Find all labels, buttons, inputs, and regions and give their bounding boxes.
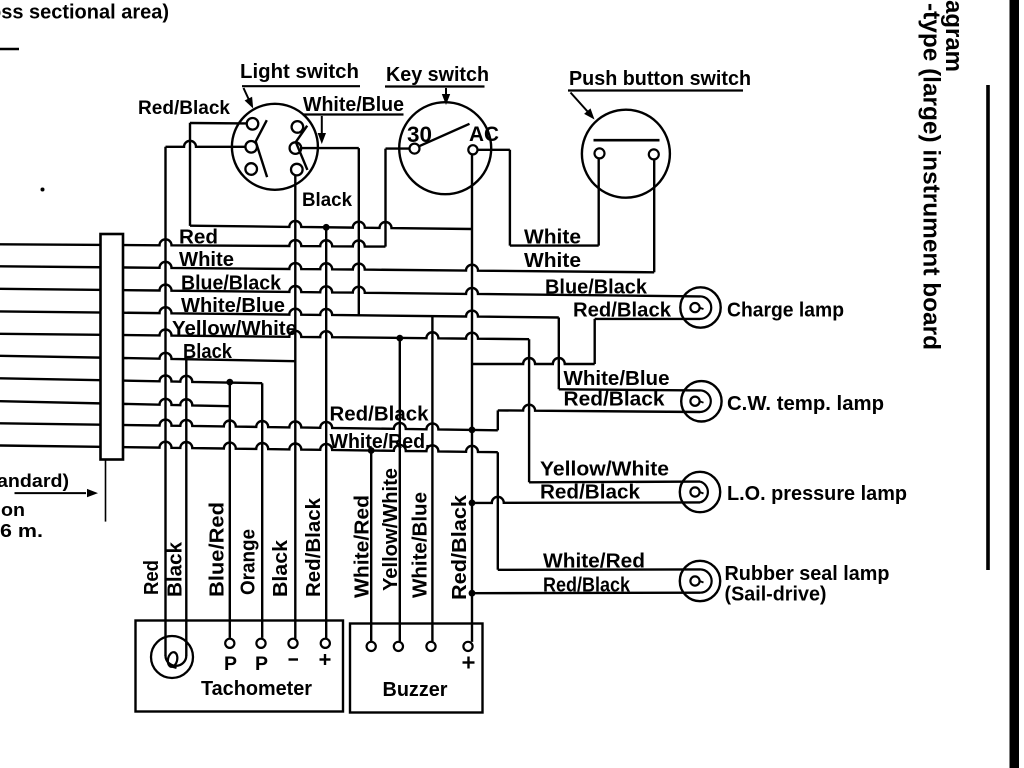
svg-text:Red/Black: Red/Black	[543, 574, 631, 597]
svg-text:Blue/Black: Blue/Black	[545, 276, 648, 299]
svg-text:Yellow/White: Yellow/White	[380, 468, 402, 591]
svg-text:(Sail-drive): (Sail-drive)	[725, 584, 827, 606]
svg-text:on: on	[1, 499, 25, 520]
svg-text:Red/Black: Red/Black	[573, 299, 672, 322]
svg-text:Black: Black	[165, 541, 187, 597]
svg-text:Black: Black	[270, 539, 292, 597]
svg-text:Black: Black	[302, 189, 352, 211]
svg-text:Red/Black: Red/Black	[138, 97, 230, 119]
svg-text:andard): andard)	[0, 470, 69, 491]
svg-text:Buzzer: Buzzer	[383, 679, 448, 701]
svg-text:Push button switch: Push button switch	[569, 68, 751, 90]
svg-text:White/Blue: White/Blue	[410, 492, 432, 598]
svg-text:Red: Red	[141, 560, 163, 595]
svg-text:White: White	[524, 249, 581, 272]
svg-text:Blue/Black: Blue/Black	[181, 272, 282, 295]
svg-text:Charge lamp: Charge lamp	[727, 300, 844, 322]
svg-text:White: White	[524, 226, 581, 249]
svg-text:oss sectional area): oss sectional area)	[0, 2, 169, 24]
svg-text:Red/Black: Red/Black	[330, 402, 430, 425]
svg-text:White/Blue: White/Blue	[564, 367, 670, 390]
svg-text:White: White	[179, 248, 234, 271]
svg-text:Red: Red	[179, 226, 218, 249]
svg-text:C.W. temp. lamp: C.W. temp. lamp	[727, 393, 884, 415]
svg-text:agram: agram	[940, 0, 967, 72]
svg-text:White/Blue: White/Blue	[181, 294, 285, 317]
svg-text:White/Blue: White/Blue	[303, 94, 404, 116]
svg-text:Red/Black: Red/Black	[540, 481, 641, 504]
svg-text:-type (large) instrument board: -type (large) instrument board	[918, 3, 945, 350]
svg-text:Red/Black: Red/Black	[449, 494, 471, 600]
svg-text:6 m.: 6 m.	[0, 520, 43, 541]
svg-text:White/Red: White/Red	[543, 550, 645, 573]
svg-text:Red/Black: Red/Black	[564, 388, 666, 411]
svg-text:Orange: Orange	[238, 529, 260, 595]
svg-text:L.O. pressure lamp: L.O. pressure lamp	[727, 483, 907, 505]
svg-text:Black: Black	[183, 340, 233, 363]
svg-text:Blue/Red: Blue/Red	[207, 502, 229, 597]
svg-text:Tachometer: Tachometer	[201, 678, 312, 700]
svg-text:White/Red.: White/Red.	[330, 430, 431, 453]
svg-text:Yellow/White: Yellow/White	[172, 317, 297, 340]
svg-text:Red/Black: Red/Black	[303, 497, 325, 597]
svg-text:Light switch: Light switch	[240, 61, 359, 83]
svg-text:AC: AC	[469, 123, 499, 146]
svg-text:Yellow/White: Yellow/White	[540, 458, 669, 481]
svg-text:Key switch: Key switch	[386, 64, 489, 86]
svg-text:30: 30	[407, 122, 432, 147]
svg-text:White/Red: White/Red	[352, 495, 374, 598]
svg-text:P: P	[255, 653, 268, 675]
svg-text:Rubber seal lamp: Rubber seal lamp	[725, 563, 890, 585]
svg-text:P: P	[224, 653, 237, 675]
